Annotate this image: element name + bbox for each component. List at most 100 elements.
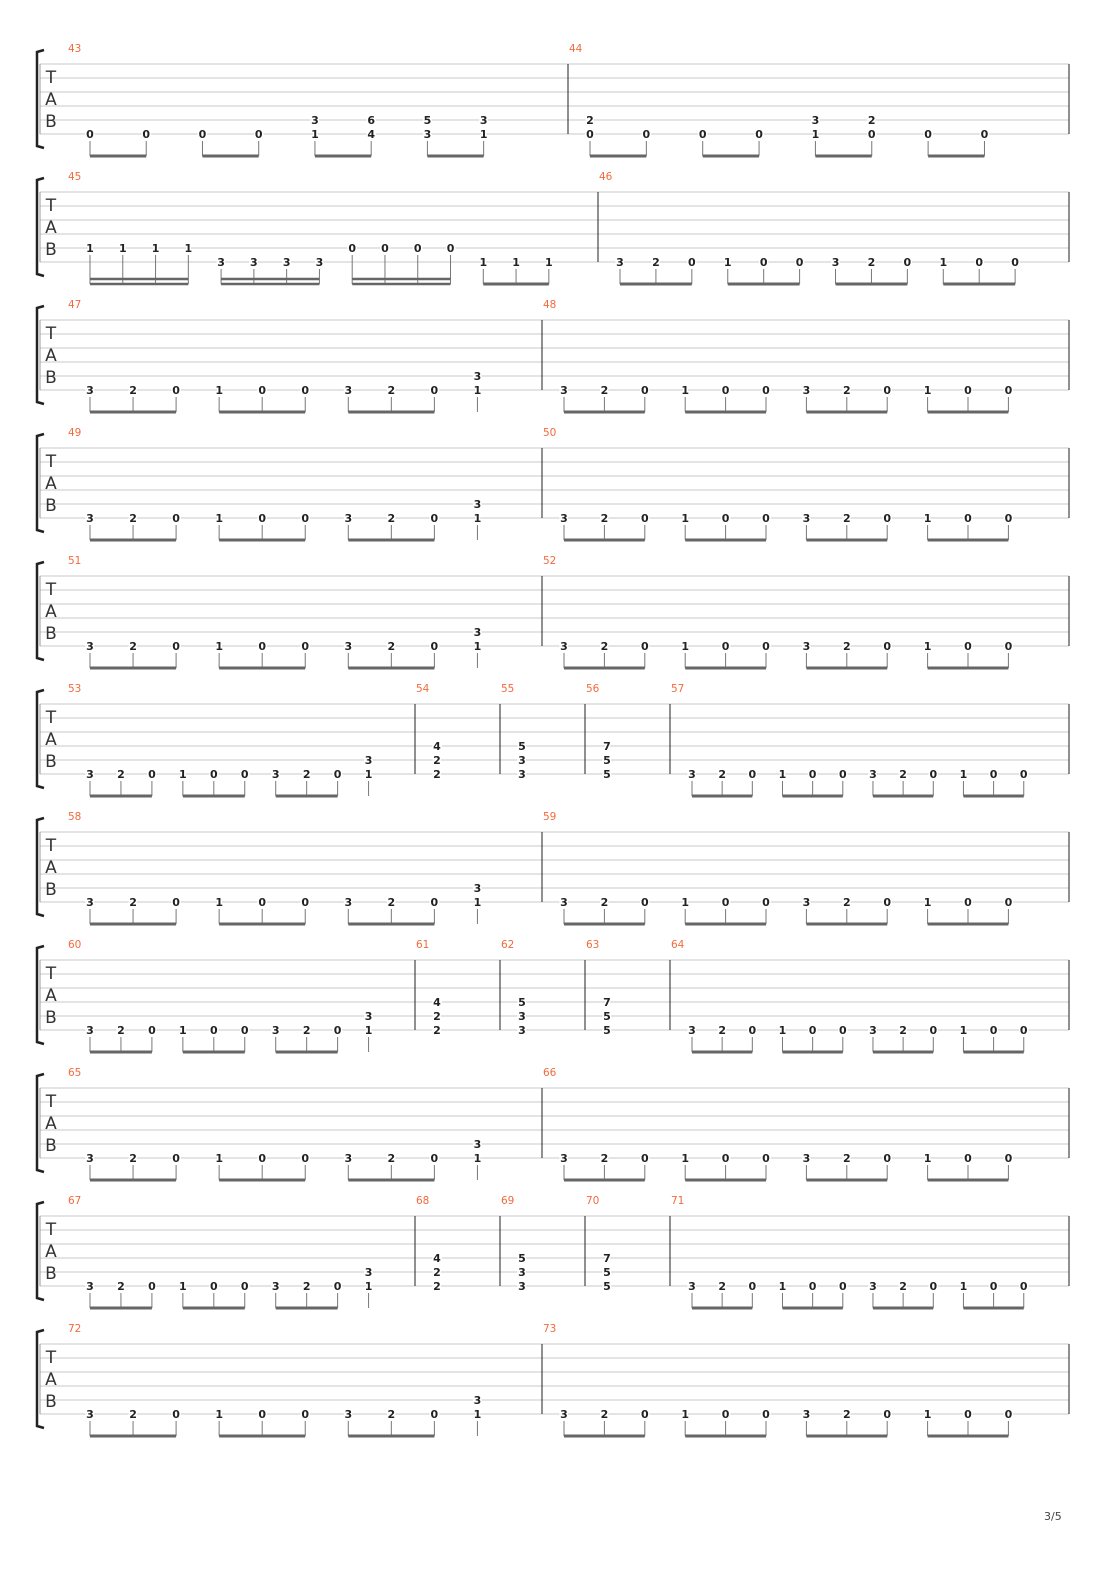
measure-number: 47	[68, 299, 81, 311]
fret-number: 3	[518, 1024, 526, 1037]
fret-number: 2	[433, 768, 441, 781]
fret-number: 2	[388, 512, 396, 525]
fret-number: 3	[474, 882, 482, 895]
fret-number: 0	[447, 242, 455, 255]
fret-number: 2	[303, 768, 311, 781]
tab-clef-a: A	[45, 218, 57, 238]
fret-number: 3	[86, 1024, 94, 1037]
tab-clef-a: A	[45, 858, 57, 878]
fret-number: 2	[601, 640, 609, 653]
fret-number: 0	[929, 768, 937, 781]
fret-number: 0	[975, 256, 983, 269]
fret-number: 0	[431, 896, 439, 909]
fret-number: 1	[960, 768, 968, 781]
measure-number: 50	[543, 427, 556, 439]
fret-number: 0	[414, 242, 422, 255]
system-bracket	[35, 944, 45, 1046]
fret-number: 2	[843, 384, 851, 397]
fret-number: 0	[381, 242, 389, 255]
fret-number: 0	[641, 1152, 649, 1165]
fret-number: 2	[388, 640, 396, 653]
fret-number: 1	[480, 128, 488, 141]
fret-number: 1	[779, 1024, 787, 1037]
fret-number: 3	[518, 754, 526, 767]
system-bracket	[35, 176, 45, 278]
fret-number: 0	[929, 1024, 937, 1037]
fret-number: 2	[718, 1280, 726, 1293]
fret-number: 1	[179, 1024, 187, 1037]
fret-number: 0	[172, 512, 180, 525]
fret-number: 2	[899, 1024, 907, 1037]
tab-clef-t: T	[45, 964, 57, 984]
tab-clef-a: A	[45, 1242, 57, 1262]
fret-number: 4	[433, 740, 441, 753]
fret-number: 0	[809, 1280, 817, 1293]
fret-number: 0	[148, 1280, 156, 1293]
fret-number: 0	[258, 896, 266, 909]
fret-number: 0	[762, 512, 770, 525]
fret-number: 3	[86, 1408, 94, 1421]
fret-number: 3	[272, 1024, 280, 1037]
fret-number: 2	[117, 768, 125, 781]
fret-number: 0	[86, 128, 94, 141]
fret-number: 1	[474, 1152, 482, 1165]
fret-number: 0	[839, 1024, 847, 1037]
fret-number: 2	[388, 384, 396, 397]
fret-number: 3	[86, 1280, 94, 1293]
tab-clef-t: T	[45, 1220, 57, 1240]
fret-number: 2	[718, 768, 726, 781]
fret-number: 3	[86, 640, 94, 653]
fret-number: 0	[210, 1024, 218, 1037]
fret-number: 0	[334, 768, 342, 781]
fret-number: 0	[762, 384, 770, 397]
tab-clef-b: B	[45, 1392, 57, 1412]
measure-number: 65	[68, 1067, 81, 1079]
fret-number: 0	[301, 384, 309, 397]
measure-number: 71	[671, 1195, 684, 1207]
fret-number: 1	[365, 1280, 373, 1293]
tab-clef-a: A	[45, 1114, 57, 1134]
system-bracket	[35, 816, 45, 918]
tab-clef-b: B	[45, 496, 57, 516]
fret-number: 0	[762, 640, 770, 653]
fret-number: 0	[641, 896, 649, 909]
fret-number: 2	[388, 1408, 396, 1421]
fret-number: 3	[560, 1408, 568, 1421]
fret-number: 3	[560, 1152, 568, 1165]
fret-number: 3	[803, 896, 811, 909]
fret-number: 5	[603, 1280, 611, 1293]
fret-number: 1	[545, 256, 553, 269]
tab-clef-t: T	[45, 452, 57, 472]
tab-clef-a: A	[45, 346, 57, 366]
measure-number: 43	[68, 43, 81, 55]
fret-number: 1	[681, 896, 689, 909]
fret-number: 3	[560, 512, 568, 525]
fret-number: 3	[474, 370, 482, 383]
fret-number: 0	[1005, 512, 1013, 525]
fret-number: 0	[258, 512, 266, 525]
fret-number: 2	[433, 1266, 441, 1279]
fret-number: 0	[722, 384, 730, 397]
fret-number: 3	[474, 1394, 482, 1407]
measure-number: 70	[586, 1195, 599, 1207]
fret-number: 0	[1020, 768, 1028, 781]
fret-number: 1	[365, 768, 373, 781]
fret-number: 0	[883, 896, 891, 909]
fret-number: 3	[424, 128, 432, 141]
fret-number: 3	[344, 512, 352, 525]
fret-number: 0	[1011, 256, 1019, 269]
fret-number: 2	[433, 754, 441, 767]
fret-number: 0	[809, 768, 817, 781]
measure-number: 59	[543, 811, 556, 823]
fret-number: 1	[474, 512, 482, 525]
